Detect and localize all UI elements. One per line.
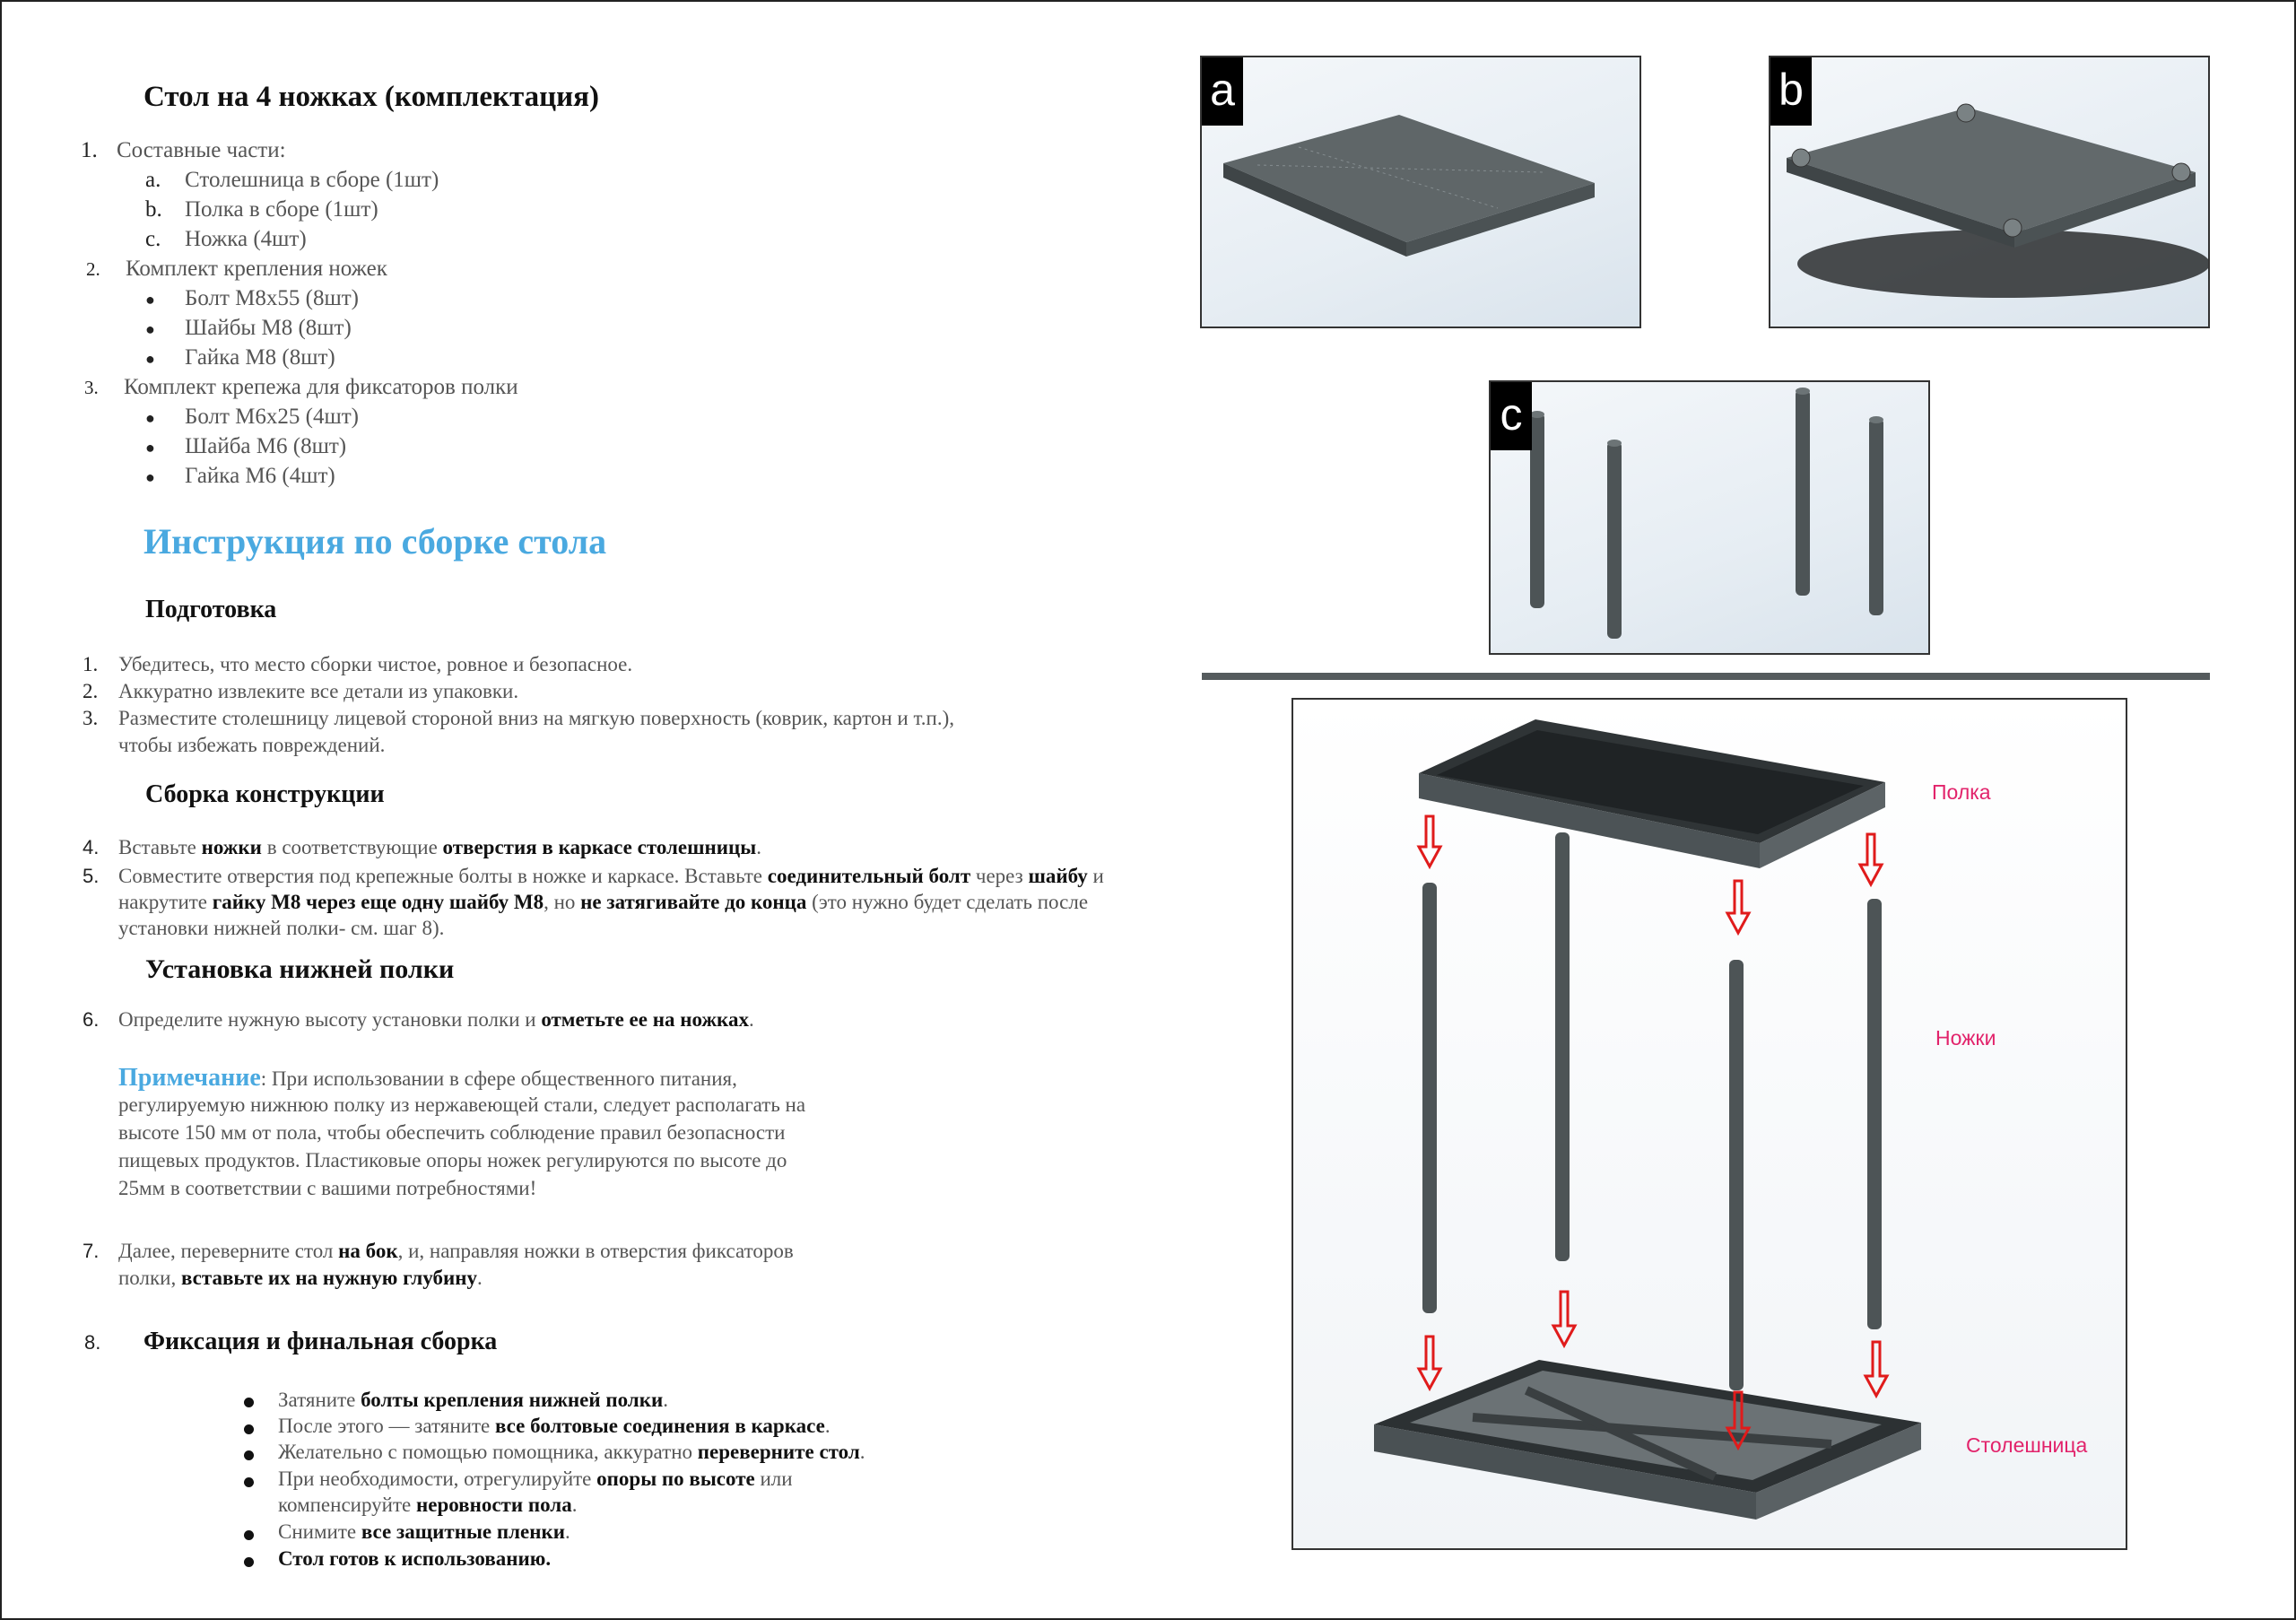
list-item: a.Столешница в сборе (1шт) xyxy=(145,168,439,192)
figure-tag-b: b xyxy=(1770,57,1812,126)
list-item: c.Ножка (4шт) xyxy=(145,227,307,251)
list-item: ●Гайка М8 (8шт) xyxy=(145,345,335,370)
list-item: 2.Аккуратно извлеките все детали из упак… xyxy=(83,680,519,702)
step-5: 5.Совместите отверстия под крепежные бол… xyxy=(83,865,1104,939)
figure-tag-a: a xyxy=(1202,57,1243,126)
list-item: ●Болт М6х25 (4шт) xyxy=(145,405,359,429)
list-item: ●Шайбы М8 (8шт) xyxy=(145,316,352,340)
list-item: b.Полка в сборе (1шт) xyxy=(145,197,378,222)
list-item: 1.Убедитесь, что место сборки чистое, ро… xyxy=(83,653,633,675)
list-item: Стол готов к использованию. xyxy=(278,1547,552,1570)
label-legs: Ножки xyxy=(1935,1026,1996,1050)
step-8-heading: 8.Фиксация и финальная сборка xyxy=(84,1328,498,1355)
step-7: 7.Далее, переверните стол на бок, и, нап… xyxy=(83,1240,794,1289)
list-item: ●Гайка М6 (4шт) xyxy=(145,464,335,488)
final-bullets: Затяните болты крепления нижней полки. П… xyxy=(239,1389,1046,1577)
section-heading-shelf: Установка нижней полки xyxy=(145,954,455,984)
list-item: 3.Комплект крепежа для фиксаторов полки xyxy=(84,375,518,399)
list-item: ●Болт М8х55 (8шт) xyxy=(145,286,359,310)
legs-render xyxy=(1530,388,1883,639)
list-item: 3.Разместите столешницу лицевой стороной… xyxy=(83,707,954,729)
figure-exploded-assembly: Полка Ножки Столешница xyxy=(1292,698,2127,1550)
figure-b-shelf: b xyxy=(1769,56,2210,328)
list-item: Желательно с помощью помощника, аккуратн… xyxy=(278,1441,865,1463)
figure-c-legs: c xyxy=(1489,380,1930,655)
shelf-render xyxy=(1787,103,2208,298)
label-shelf: Полка xyxy=(1932,780,1991,804)
figure-a-tabletop: a xyxy=(1200,56,1641,328)
instructions-heading: Инструкция по сборке стола xyxy=(144,521,607,562)
list-item: компенсируйте неровности пола. xyxy=(278,1494,578,1516)
list-item: При необходимости, отрегулируйте опоры п… xyxy=(278,1468,793,1490)
list-item: чтобы избежать повреждений. xyxy=(118,734,386,756)
section-heading-assembly: Сборка конструкции xyxy=(145,780,385,808)
tabletop-render xyxy=(1223,115,1595,257)
section-heading-prep: Подготовка xyxy=(145,596,277,623)
list-item: 2.Комплект крепления ножек xyxy=(86,257,387,281)
list-item: ●Шайба М6 (8шт) xyxy=(145,434,347,458)
parts-list: 1.Составные части: a.Столешница в сборе … xyxy=(81,138,709,497)
label-tabletop: Столешница xyxy=(1966,1433,2088,1457)
step-4: 4.Вставьте ножки в соответствующие отвер… xyxy=(83,836,762,858)
step-6: 6.Определите нужную высоту установки пол… xyxy=(83,1008,754,1031)
list-item: 1.Составные части: xyxy=(81,138,286,162)
list-item: Затяните болты крепления нижней полки. xyxy=(278,1389,668,1411)
page-title: Стол на 4 ножках (комплектация) xyxy=(144,81,599,113)
prep-steps: 1.Убедитесь, что место сборки чистое, ро… xyxy=(83,653,1069,764)
figure-tag-c: c xyxy=(1491,382,1532,450)
note-block: Примечание: При использовании в сфере об… xyxy=(118,1064,806,1199)
divider xyxy=(1202,673,2210,680)
exploded-render xyxy=(1374,719,1921,1520)
list-item: Снимите все защитные пленки. xyxy=(278,1520,570,1543)
list-item: После этого — затяните все болтовые соед… xyxy=(278,1415,831,1437)
